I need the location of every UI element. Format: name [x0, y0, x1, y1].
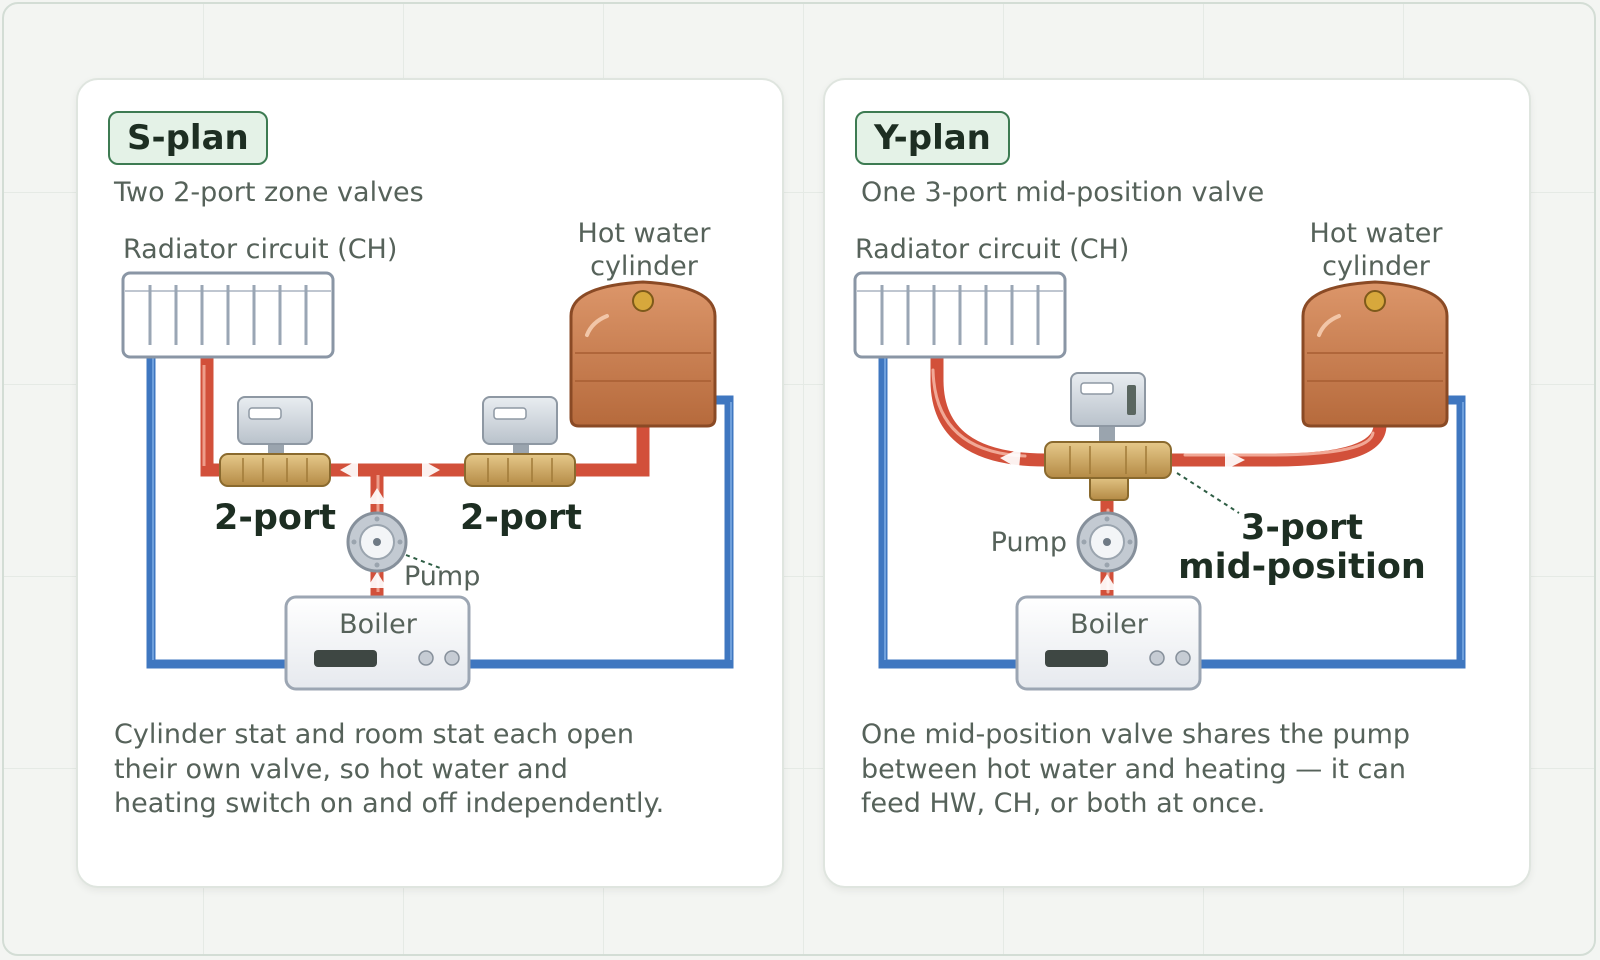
s-boiler-label: Boiler	[339, 609, 418, 640]
boiler	[284, 595, 471, 691]
y-pump-label: Pump	[991, 527, 1067, 558]
pump	[1076, 511, 1138, 573]
s-plan-subtitle: Two 2-port zone valves	[114, 177, 424, 208]
pump-leader-line	[405, 554, 441, 569]
flow-arrows	[1000, 448, 1245, 590]
hot-water-cylinder	[569, 280, 717, 428]
hot-water-cylinder	[1301, 280, 1449, 428]
y-plan-badge: Y-plan	[855, 111, 1010, 165]
y-radiator-label: Radiator circuit (CH)	[855, 234, 1129, 265]
radiator	[121, 271, 335, 359]
s-plan-badge: S-plan	[108, 111, 268, 165]
s-radiator-label: Radiator circuit (CH)	[123, 234, 397, 265]
return-pipe	[878, 358, 1466, 669]
s-valve-left-label: 2-port	[214, 498, 336, 538]
s-plan-diagram: Radiator circuit (CH) Hot water cylinder	[121, 218, 734, 691]
y-valve-label-1: 3-port	[1241, 508, 1363, 548]
two-port-valve-right	[464, 396, 576, 487]
s-cylinder-label-1: Hot water	[578, 218, 712, 249]
valve-leader-line	[1176, 472, 1240, 514]
two-port-valve-left	[219, 396, 331, 487]
s-cylinder-label-2: cylinder	[590, 251, 699, 282]
y-cylinder-label-2: cylinder	[1322, 251, 1431, 282]
y-boiler-label: Boiler	[1070, 609, 1149, 640]
pump	[346, 511, 408, 573]
s-pump-label: Pump	[404, 561, 480, 592]
boiler	[1015, 595, 1202, 691]
s-plan-description: Cylinder stat and room stat each open th…	[114, 719, 665, 819]
y-valve-label-2: mid-position	[1178, 547, 1426, 587]
y-plan-subtitle: One 3-port mid-position valve	[861, 177, 1265, 208]
return-pipe	[146, 358, 734, 669]
s-valve-right-label: 2-port	[460, 498, 582, 538]
y-plan-diagram: Radiator circuit (CH) Hot water cylinder	[853, 218, 1466, 691]
radiator	[853, 271, 1067, 359]
s-plan-panel: S-plan Two 2-port zone valves	[76, 78, 784, 888]
three-port-valve	[1044, 372, 1172, 501]
flow-arrows	[340, 460, 440, 588]
y-plan-description: One mid-position valve shares the pump b…	[861, 719, 1411, 819]
y-plan-panel: Y-plan One 3-port mid-position valve	[823, 78, 1531, 888]
y-cylinder-label-1: Hot water	[1310, 218, 1444, 249]
